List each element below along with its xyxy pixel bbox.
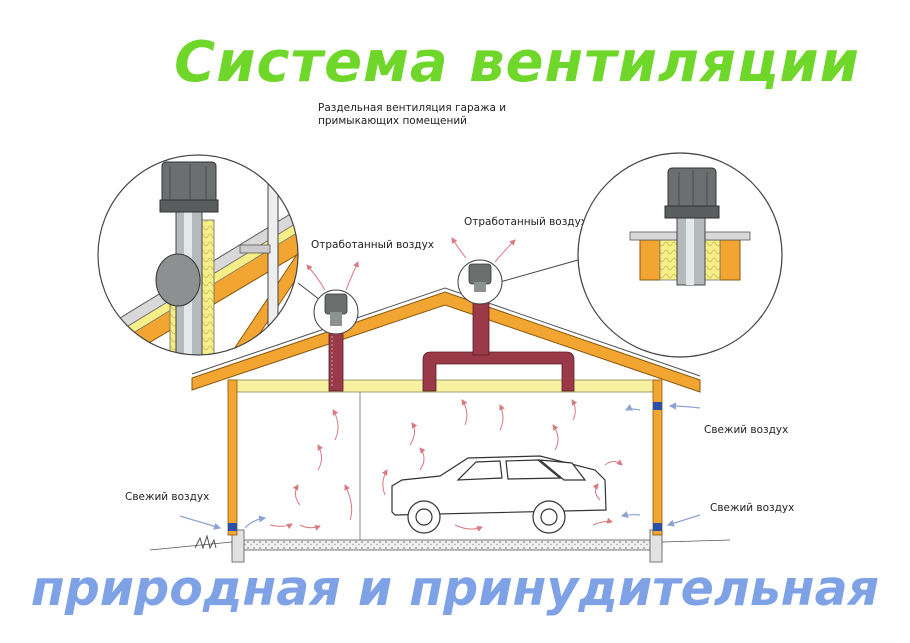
roof <box>191 287 701 393</box>
car <box>391 455 607 534</box>
inlet-right-lower <box>653 523 662 531</box>
caption-line-1: Раздельная вентиляция гаража и <box>318 102 507 114</box>
main-title: Система вентиляции <box>174 30 860 95</box>
wall-right <box>652 379 663 536</box>
wall-left <box>227 379 238 536</box>
inlet-left <box>228 523 237 531</box>
diagram-caption: Раздельная вентиляция гаража и примыкающ… <box>318 102 506 128</box>
label-fresh-right-lower: Свежий воздух <box>710 502 795 514</box>
exhaust-air-arrows <box>269 237 623 532</box>
caption-line-2: примыкающих помещений <box>318 115 467 127</box>
detail-circle-left <box>97 154 321 356</box>
label-fresh-right-upper: Свежий воздух <box>704 424 789 436</box>
detail-circle-right <box>499 152 783 358</box>
label-exhaust-left: Отработанный воздух <box>311 239 434 251</box>
label-fresh-left: Свежий воздух <box>125 491 210 503</box>
foundation <box>149 529 731 563</box>
inlet-right-upper <box>653 402 662 410</box>
fresh-air-arrows <box>179 402 701 530</box>
ceiling-beam <box>227 379 661 393</box>
duct-right <box>422 259 575 392</box>
subtitle: природная и принудительная <box>30 560 880 617</box>
label-exhaust-right: Отработанный воздух <box>464 216 587 228</box>
duct-left <box>313 289 359 392</box>
